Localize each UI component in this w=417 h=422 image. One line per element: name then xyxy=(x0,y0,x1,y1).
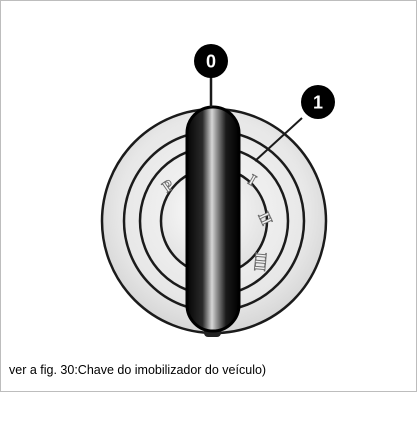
marker-0-label: 0 xyxy=(206,52,216,72)
marker-1: 1 xyxy=(301,85,335,119)
marker-1-label: 1 xyxy=(313,93,323,113)
figure-frame: P I II III 0 1 ver a fig. 30:Chave do im… xyxy=(0,0,417,392)
ignition-key-illustration: P I II III 0 1 xyxy=(100,44,335,337)
position-label-iii: III xyxy=(250,252,269,272)
marker-1-leader xyxy=(254,117,303,162)
marker-0: 0 xyxy=(194,44,228,78)
ignition-key xyxy=(185,105,241,333)
figure-caption: ver a fig. 30:Chave do imobilizador do v… xyxy=(9,363,267,377)
